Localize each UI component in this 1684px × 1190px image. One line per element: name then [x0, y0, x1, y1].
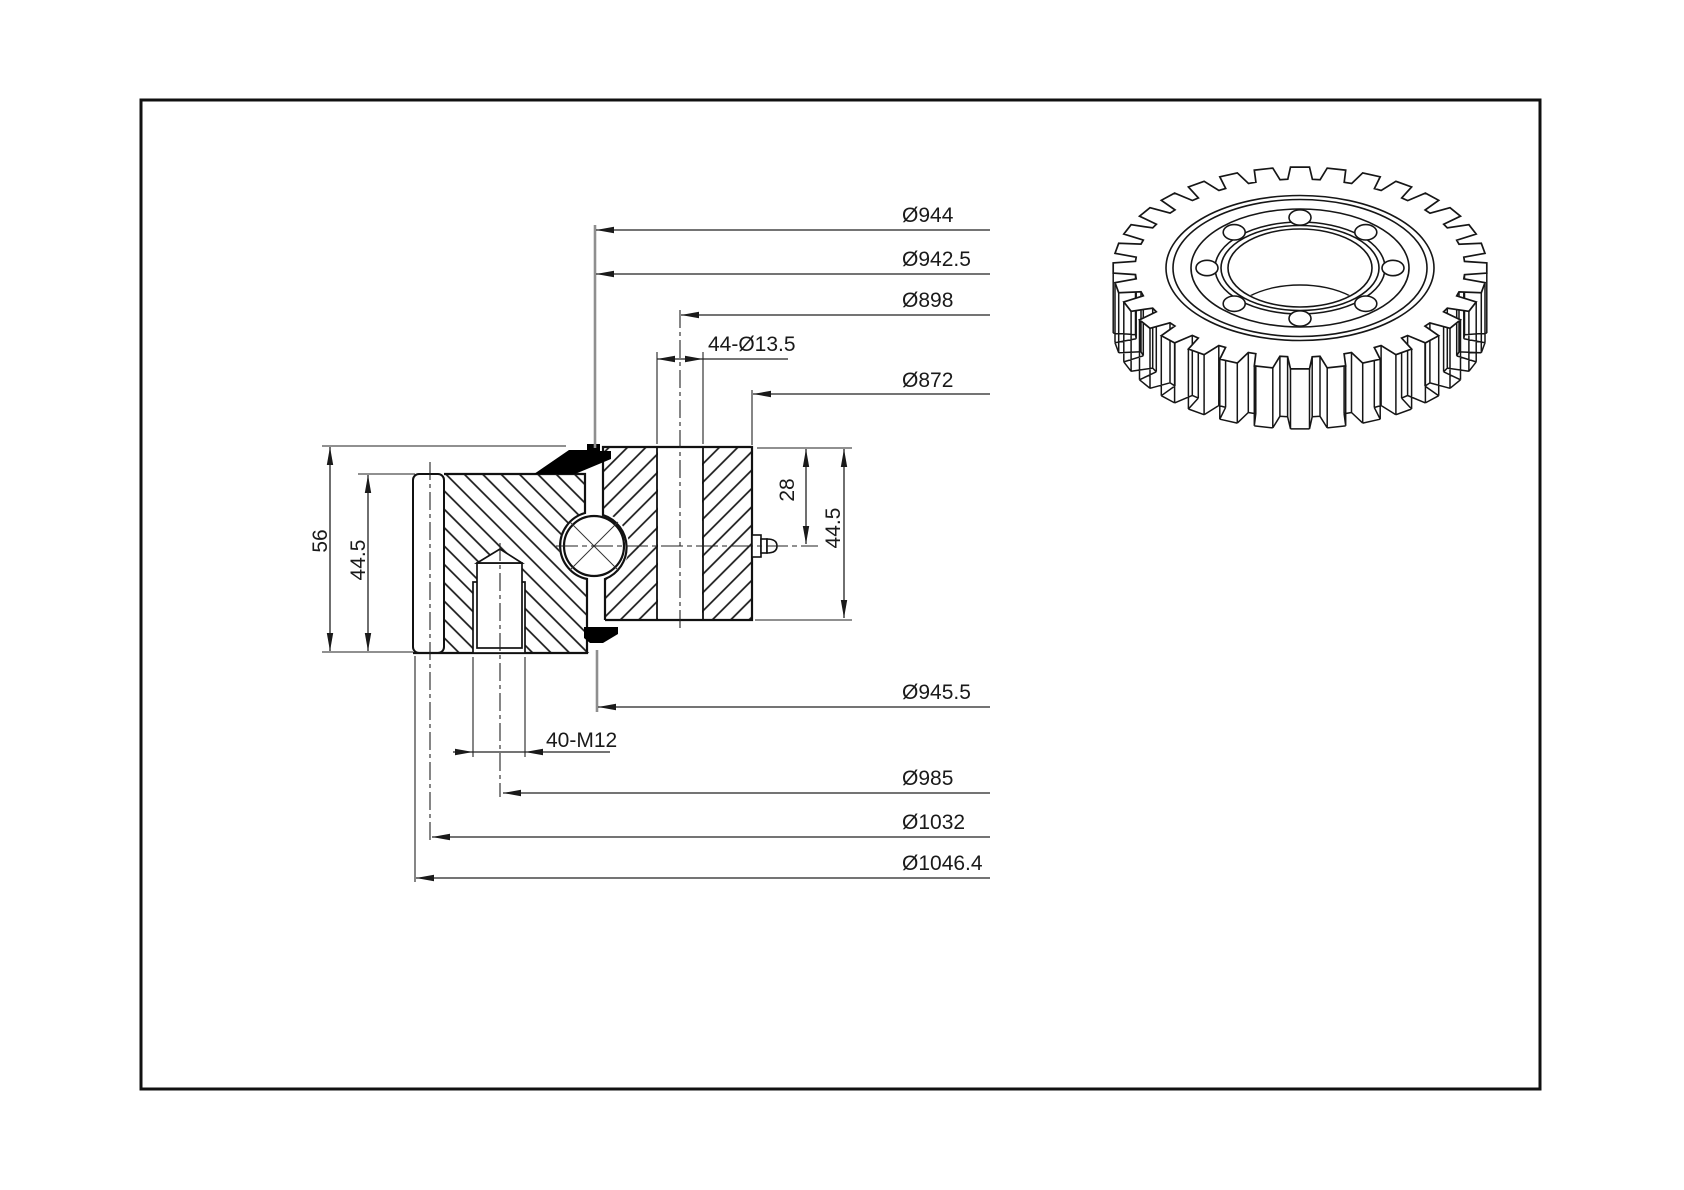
dim-label-985: Ø985 [902, 767, 953, 790]
dim-label-holes-inner: 40-M12 [546, 729, 617, 752]
gear-bolt-hole [1288, 209, 1312, 227]
dim-label-28: 28 [776, 478, 799, 501]
gear-bore-depth [1229, 284, 1371, 306]
gear-ring-outline [413, 472, 589, 655]
dim-label-945-5: Ø945.5 [902, 681, 971, 704]
dim-label-height-44-5-left: 44.5 [347, 540, 370, 581]
plain-ring-outline [601, 445, 754, 622]
dim-label-height-56: 56 [309, 529, 332, 552]
dim-label-898: Ø898 [902, 289, 953, 312]
gear-bolt-hole [1288, 309, 1312, 327]
dimension-arrowheads [326, 226, 848, 882]
gear-tooth-strip [412, 473, 445, 654]
gear-bolt-hole [1354, 223, 1378, 241]
dimension-annotations: Ø944 Ø942.5 Ø898 Ø872 44-Ø13.5 Ø945.5 40… [309, 204, 990, 882]
section-view [412, 310, 818, 842]
dim-label-1032: Ø1032 [902, 811, 965, 834]
gear-isometric-view [1112, 166, 1488, 430]
dim-label-942-5: Ø942.5 [902, 248, 971, 271]
upper-seal [534, 444, 611, 474]
gear-bolt-hole [1222, 295, 1246, 313]
dimension-lines [329, 229, 990, 879]
gear-teeth-side-faces [1112, 273, 1488, 430]
gear-bolt-hole [1381, 259, 1405, 277]
gear-bolt-hole [1195, 259, 1219, 277]
dim-label-944: Ø944 [902, 204, 954, 227]
dim-label-height-44-5-right: 44.5 [822, 508, 845, 549]
dim-label-1046-4: Ø1046.4 [902, 852, 983, 875]
extension-lines [322, 352, 852, 882]
gear-bolt-hole [1354, 295, 1378, 313]
gear-bolt-hole [1222, 223, 1246, 241]
lower-seal [584, 627, 618, 643]
gear-bore-edge [1227, 228, 1373, 308]
dim-label-872: Ø872 [902, 369, 953, 392]
dim-label-holes-outer: 44-Ø13.5 [708, 333, 796, 356]
